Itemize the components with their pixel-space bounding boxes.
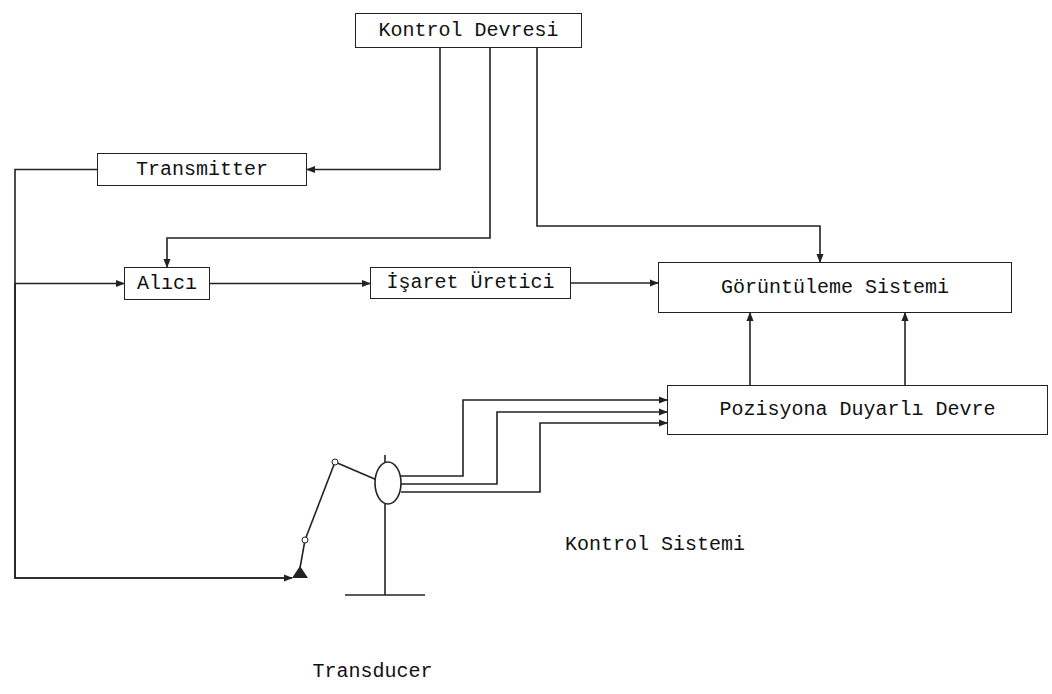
display-box: Görüntüleme Sistemi bbox=[658, 262, 1012, 313]
transmitter-box: Transmitter bbox=[97, 153, 307, 186]
box-label: Pozisyona Duyarlı Devre bbox=[719, 398, 995, 422]
arm-joint bbox=[332, 459, 338, 465]
signal-generator-box: İşaret Üretici bbox=[370, 267, 571, 299]
receiver-box: Alıcı bbox=[124, 267, 210, 300]
signal-connector bbox=[307, 48, 440, 170]
component-label: Transducer bbox=[285, 660, 460, 684]
transducer-part bbox=[335, 462, 377, 480]
box-label: Alıcı bbox=[137, 272, 197, 296]
position-circuit-box: Pozisyona Duyarlı Devre bbox=[667, 385, 1048, 435]
signal-connector bbox=[15, 284, 292, 579]
signal-connector bbox=[15, 170, 292, 579]
probe-tip bbox=[292, 566, 308, 578]
transducer-part bbox=[345, 594, 425, 596]
transducer-part bbox=[300, 540, 305, 568]
box-label: Kontrol Devresi bbox=[378, 19, 558, 43]
box-label: Görüntüleme Sistemi bbox=[721, 276, 949, 300]
transducer: Transducer bbox=[285, 450, 460, 686]
signal-connector bbox=[401, 423, 667, 492]
transducer-illustration bbox=[285, 450, 460, 660]
box-label: Transmitter bbox=[136, 158, 268, 182]
transducer-head bbox=[375, 462, 401, 504]
signal-connector bbox=[904, 313, 906, 385]
box-label: İşaret Üretici bbox=[386, 271, 554, 295]
arm-joint bbox=[302, 537, 308, 543]
signal-connector bbox=[210, 283, 370, 285]
transducer-part bbox=[305, 462, 335, 540]
control-box: Kontrol Devresi bbox=[355, 13, 582, 48]
signal-connector bbox=[749, 313, 751, 385]
signal-connector bbox=[537, 48, 820, 262]
system-label: Kontrol Sistemi bbox=[565, 533, 745, 557]
signal-connector bbox=[571, 282, 658, 284]
